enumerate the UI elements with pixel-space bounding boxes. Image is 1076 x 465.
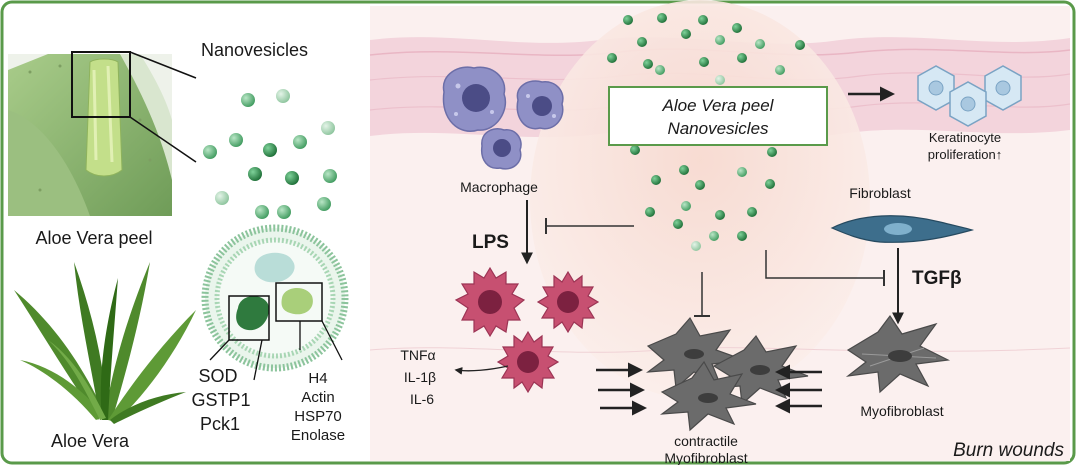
- burn-wounds-label: Burn wounds: [953, 440, 1064, 461]
- protein-pck1: Pck1: [200, 414, 240, 434]
- zoom-box: [71, 51, 131, 118]
- contractile-myofibroblast-icon: [645, 316, 809, 432]
- cytokine-tnf: TNFα: [400, 347, 435, 363]
- contractile-label: contractile: [674, 433, 738, 449]
- lps-inhibition: [545, 218, 634, 234]
- zoom-line-top: [129, 51, 197, 79]
- contractile-myofibroblast-label: Myofibroblast: [664, 450, 747, 465]
- contractile-inhibition: [694, 272, 710, 317]
- lps-label: LPS: [472, 232, 509, 253]
- vesicle-cross-section: [201, 224, 349, 372]
- zoom-line-bottom: [129, 116, 197, 163]
- fibroblast-label: Fibroblast: [849, 185, 911, 201]
- pointer-right2: [321, 320, 343, 361]
- protein-h4: H4: [308, 370, 327, 387]
- cytokine-il1b: IL-1β: [404, 369, 436, 385]
- nanovesicles-label: Nanovesicles: [201, 40, 308, 60]
- keratinocyte-proliferation-label: proliferation↑: [928, 147, 1002, 162]
- box-label-line2: Nanovesicles: [667, 119, 769, 138]
- nanovesicle-cluster: [203, 89, 337, 219]
- protein-actin: Actin: [301, 389, 334, 406]
- myofibroblast-label: Myofibroblast: [860, 403, 943, 419]
- myofibroblast-icon: [845, 314, 951, 394]
- nanovesicle-box: Aloe Vera peel Nanovesicles: [608, 86, 828, 146]
- macrophage-label: Macrophage: [460, 179, 538, 195]
- protein-hsp70: HSP70: [294, 408, 342, 425]
- aloe-peel-label: Aloe Vera peel: [35, 228, 152, 248]
- pointer-left: [209, 339, 230, 361]
- protein-box-right: [275, 282, 323, 322]
- protein-sod: SOD: [198, 366, 237, 386]
- cytokine-il6: IL-6: [410, 391, 434, 407]
- pointer-mid: [253, 339, 263, 381]
- box-label-line1: Aloe Vera peel: [662, 96, 775, 115]
- fibroblast-icon: [830, 215, 975, 243]
- keratinocyte-icon: [917, 65, 1022, 127]
- aloe-vera-label: Aloe Vera: [51, 431, 130, 451]
- macrophage-icon: [442, 66, 564, 170]
- protein-enolase: Enolase: [291, 427, 345, 444]
- aloe-plant-icon: [14, 262, 196, 424]
- aloe-peel-photo: [8, 51, 172, 216]
- tgf-label: TGFβ: [912, 268, 962, 289]
- contraction-arrows: [596, 362, 822, 416]
- tgf-inhibition: [765, 250, 885, 286]
- activated-macrophage-icon: [454, 266, 600, 394]
- keratinocyte-label: Keratinocyte: [929, 130, 1001, 145]
- protein-gstp1: GSTP1: [191, 390, 250, 410]
- skin-vesicles: [607, 13, 805, 251]
- cytokine-arrow: [454, 365, 509, 375]
- protein-box-left: [228, 295, 270, 341]
